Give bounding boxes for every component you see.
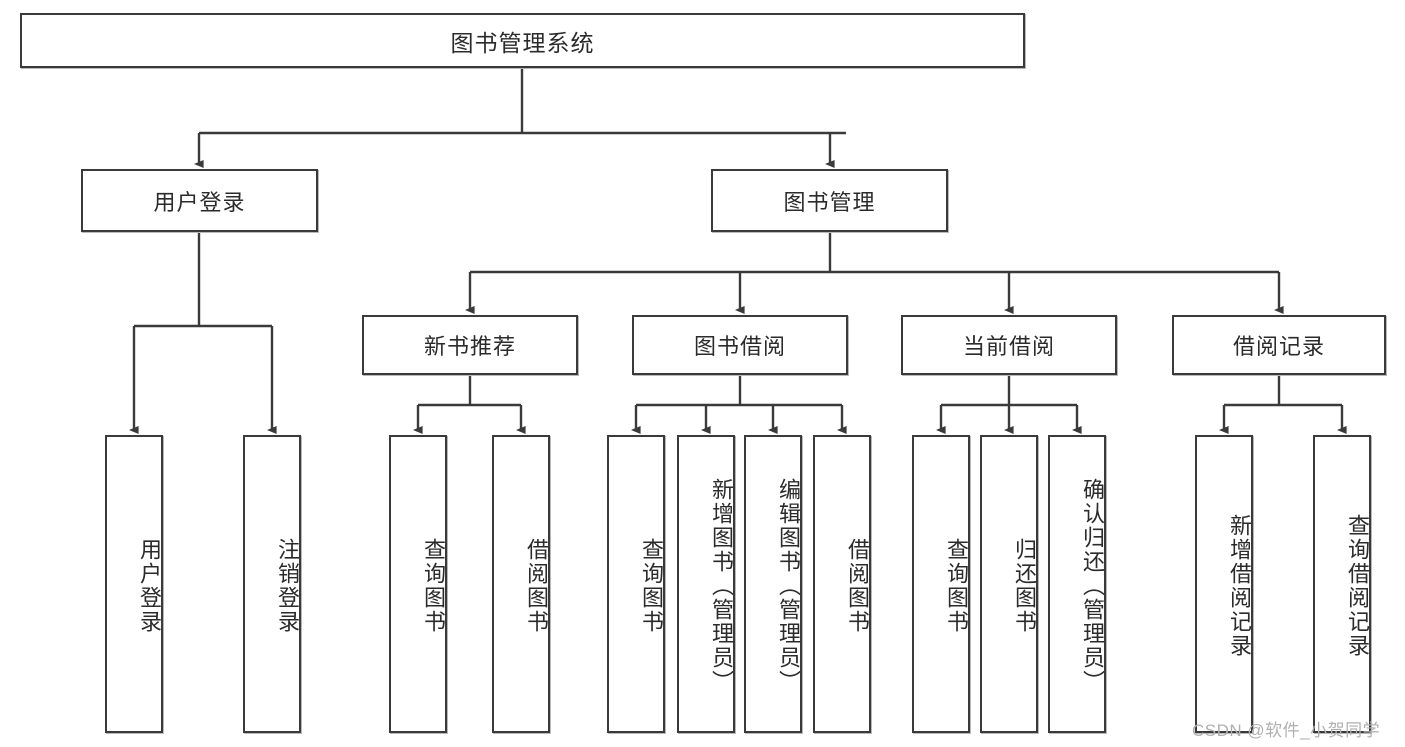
leaf-borrow-book-1-label: 借阅图书	[524, 538, 549, 634]
leaf-add-book[interactable]: 新增图书（管理员）	[677, 435, 735, 733]
leaf-add-record-label: 新增借阅记录	[1227, 514, 1252, 658]
leaf-query-book-2-label: 查询图书	[639, 538, 664, 634]
leaf-logout[interactable]: 注销登录	[243, 435, 301, 733]
leaf-user-login[interactable]: 用户登录	[105, 435, 163, 733]
node-borrow-record-label: 借阅记录	[1232, 334, 1325, 359]
node-current-borrow-label: 当前借阅	[962, 334, 1055, 359]
leaf-return-book[interactable]: 归还图书	[980, 435, 1038, 733]
node-new-book-rec[interactable]: 新书推荐	[362, 315, 578, 375]
node-user-login[interactable]: 用户登录	[81, 169, 318, 232]
leaf-query-book-3[interactable]: 查询图书	[912, 435, 970, 733]
node-book-manage[interactable]: 图书管理	[711, 169, 948, 232]
node-book-borrow-label: 图书借阅	[693, 334, 786, 359]
leaf-user-login-label: 用户登录	[137, 538, 162, 634]
node-current-borrow[interactable]: 当前借阅	[901, 315, 1117, 375]
node-user-login-label: 用户登录	[153, 189, 246, 215]
leaf-add-record[interactable]: 新增借阅记录	[1195, 435, 1253, 733]
leaf-edit-book-label: 编辑图书（管理员）	[776, 478, 801, 694]
leaf-return-book-label: 归还图书	[1012, 538, 1037, 634]
node-borrow-record[interactable]: 借阅记录	[1172, 315, 1386, 375]
leaf-borrow-book-2[interactable]: 借阅图书	[813, 435, 871, 733]
leaf-query-record-label: 查询借阅记录	[1345, 514, 1370, 658]
leaf-query-book-1[interactable]: 查询图书	[389, 435, 447, 733]
leaf-confirm-return-label: 确认归还（管理员）	[1080, 478, 1105, 694]
node-book-manage-label: 图书管理	[783, 189, 876, 215]
leaf-query-record[interactable]: 查询借阅记录	[1313, 435, 1371, 733]
node-new-book-rec-label: 新书推荐	[423, 334, 516, 359]
node-root-label: 图书管理系统	[450, 29, 595, 56]
leaf-query-book-2[interactable]: 查询图书	[607, 435, 665, 733]
node-book-borrow[interactable]: 图书借阅	[632, 315, 848, 375]
leaf-query-book-1-label: 查询图书	[421, 538, 446, 634]
leaf-borrow-book-1[interactable]: 借阅图书	[492, 435, 550, 733]
leaf-edit-book[interactable]: 编辑图书（管理员）	[744, 435, 802, 733]
leaf-confirm-return[interactable]: 确认归还（管理员）	[1048, 435, 1106, 733]
leaf-add-book-label: 新增图书（管理员）	[709, 478, 734, 694]
leaf-logout-label: 注销登录	[275, 538, 300, 634]
watermark-text: CSDN @软件_小贺同学	[1192, 721, 1381, 740]
node-root[interactable]: 图书管理系统	[20, 13, 1025, 68]
leaf-query-book-3-label: 查询图书	[944, 538, 969, 634]
leaf-borrow-book-2-label: 借阅图书	[845, 538, 870, 634]
